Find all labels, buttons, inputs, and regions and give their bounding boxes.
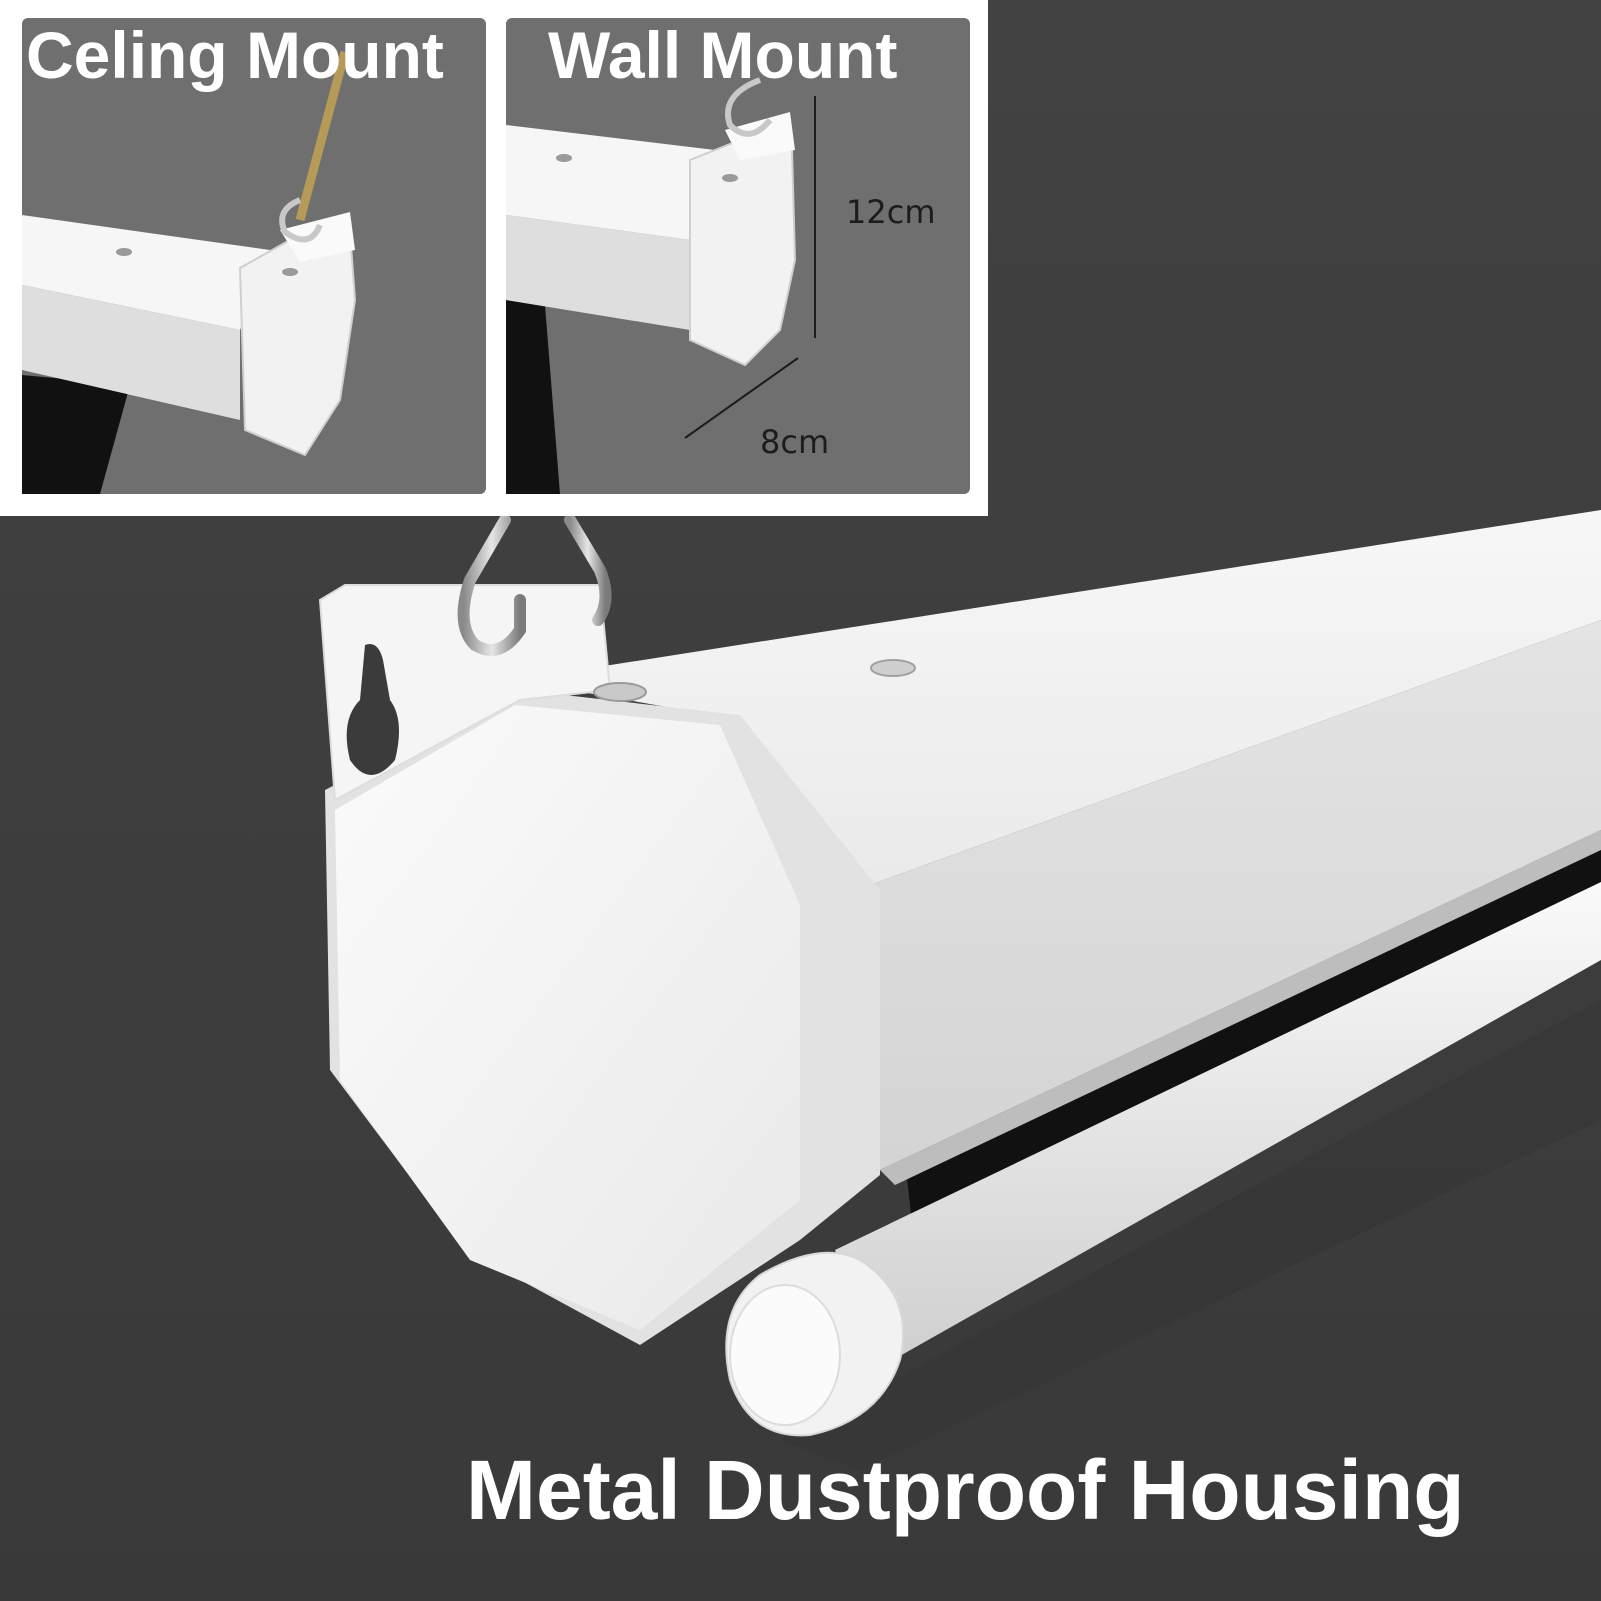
floor-shadow — [780, 1000, 1601, 1470]
housing-front — [870, 620, 1601, 1170]
inset-housing-front — [22, 285, 240, 420]
inset-housing-front — [506, 215, 690, 330]
inset-hook — [725, 77, 773, 137]
ceiling-mount-inset — [22, 18, 486, 494]
inset-ceiling-bolt — [295, 50, 350, 222]
screw — [870, 659, 916, 677]
inset-screw — [556, 154, 572, 162]
depth-dimension-label: 8cm — [760, 423, 830, 461]
hook-right-arm — [564, 514, 612, 626]
ceiling-mount-caption: Celing Mount — [26, 18, 444, 92]
screw — [593, 682, 647, 702]
hanging-hook — [457, 514, 526, 656]
wall-mount-inset — [506, 18, 970, 494]
inset-bracket — [725, 112, 795, 160]
inset-hook — [279, 197, 323, 243]
inset-screen-fabric — [22, 375, 130, 494]
end-cap-face — [335, 705, 800, 1330]
main-housing — [318, 510, 1601, 1470]
inset-end-cap — [689, 138, 797, 367]
keyhole-slot — [346, 644, 399, 775]
inset-housing-top — [506, 125, 715, 240]
inset-screw — [722, 174, 738, 182]
height-dimension-label: 12cm — [846, 193, 936, 231]
inset-screw — [116, 248, 132, 256]
wall-mount-caption: Wall Mount — [548, 18, 898, 92]
main-caption: Metal Dustproof Housing — [466, 1443, 1465, 1537]
rod-end-face — [729, 1284, 841, 1426]
bottom-rod — [835, 882, 1601, 1370]
inset-bracket — [280, 212, 355, 262]
inset-screw — [282, 268, 298, 276]
inset-housing-top — [22, 215, 270, 330]
housing-lower-front — [880, 830, 1601, 1185]
inset-screen-fabric — [506, 300, 560, 494]
depth-dimension-line — [684, 357, 799, 439]
housing-top — [515, 510, 1601, 885]
